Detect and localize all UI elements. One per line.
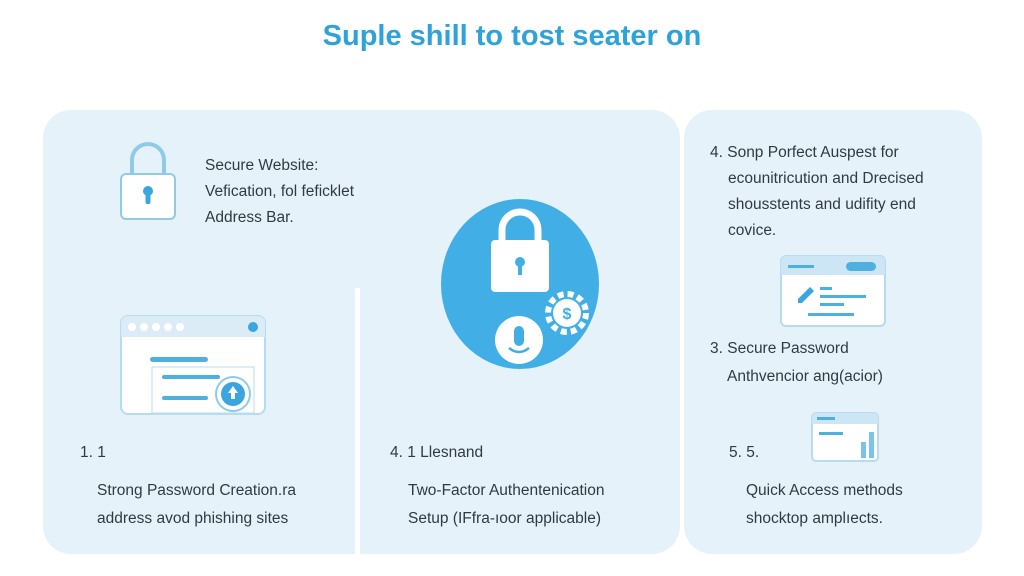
text-line: Anthvencior ang(acior) — [727, 368, 883, 385]
secure-password-text: 3. Secure Password Anthvencior ang(acior… — [710, 336, 883, 390]
text-line: ecounitricution and Drecised — [728, 170, 924, 187]
browser-edit-icon — [780, 255, 886, 327]
step-number: 1. 1 — [80, 444, 106, 461]
dollar-gear-icon: $ — [545, 291, 589, 335]
text-line: shousstents and udifity end — [728, 196, 916, 213]
text-line: 4. Sonp Porfect Auspest for — [710, 144, 899, 161]
panel-divider — [355, 288, 360, 554]
step-number: 4. 1 Llesnand — [390, 444, 484, 461]
security-badge-icon: $ — [441, 199, 599, 369]
strong-password-text: 1. 1 Strong Password Creation.ra address… — [80, 440, 296, 532]
text-line: Setup (IFfra-ıoor applicable) — [408, 510, 601, 527]
secure-website-text: Secure Website: Vefication, fol fefickle… — [205, 153, 354, 231]
svg-text:$: $ — [563, 306, 572, 323]
padlock-icon — [120, 142, 176, 220]
text-line: Address Bar. — [205, 209, 294, 226]
page-title: Suple shill to tost seater on — [322, 20, 702, 52]
right-panel — [684, 110, 982, 554]
quick-access-text: 5. 5. Quick Access methods shocktop ampl… — [729, 440, 903, 532]
browser-chart-icon — [811, 412, 879, 462]
text-line: Quick Access methods — [746, 482, 903, 499]
browser-window-icon — [120, 315, 266, 415]
text-line: shocktop amplıects. — [746, 510, 883, 527]
text-line: Vefication, fol feficklet — [205, 183, 355, 200]
padlock-icon — [491, 208, 549, 292]
text-line: Strong Password Creation.ra — [97, 482, 297, 499]
text-line: Secure Website: — [205, 157, 319, 174]
two-factor-text: 4. 1 Llesnand Two-Factor Authentenicatio… — [390, 440, 604, 532]
text-line: address avod phishing sites — [97, 510, 289, 527]
text-line: covice. — [728, 222, 777, 239]
microphone-icon — [495, 316, 543, 364]
step-number: 5. 5. — [729, 444, 760, 461]
perfect-text: 4. Sonp Porfect Auspest for ecounitricut… — [710, 140, 924, 244]
text-line: 3. Secure Password — [710, 340, 849, 357]
text-line: Two-Factor Authentenication — [408, 482, 605, 499]
